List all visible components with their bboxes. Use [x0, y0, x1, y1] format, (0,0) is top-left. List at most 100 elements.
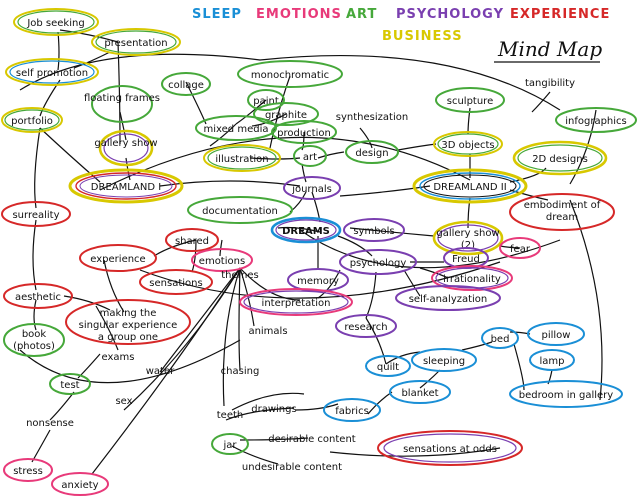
- connector-lines: [19, 29, 603, 475]
- node-label: self-analyzation: [409, 294, 488, 305]
- node-interpretation: interpretation: [239, 288, 353, 316]
- label-animals: animals: [248, 326, 287, 337]
- node-paint: paint: [247, 89, 285, 111]
- node-label: journals: [291, 184, 332, 195]
- category-psychology: PSYCHOLOGY: [396, 7, 504, 22]
- node-label: irrationality: [443, 274, 501, 285]
- node-label-line3: a group one: [98, 332, 158, 343]
- node-label: DREAMLAND I: [91, 182, 161, 193]
- node-label: quilt: [377, 362, 399, 373]
- node-sleeping: sleeping: [411, 348, 477, 372]
- node-label: Freud: [452, 254, 480, 265]
- category-experience: EXPERIENCE: [510, 7, 610, 22]
- node-label: fabrics: [335, 406, 369, 417]
- node-label: fear: [510, 244, 531, 255]
- node-collage: collage: [161, 72, 211, 96]
- node-graphite: graphite: [253, 102, 319, 126]
- node-label: bedroom in gallery: [519, 390, 613, 401]
- node-self-promotion: self promotion: [5, 58, 99, 86]
- node-sensations-odds: sensations at odds: [377, 430, 523, 466]
- node-dreams: DREAMS: [270, 216, 342, 244]
- node-bed: bed: [481, 327, 519, 349]
- node-label: memory: [297, 276, 339, 287]
- node-gallery-show-1: gallery show: [94, 129, 158, 167]
- node-label: 3D objects: [441, 140, 494, 151]
- node-quilt: quilt: [365, 355, 411, 377]
- node-presentation: presentation: [91, 28, 181, 56]
- node-surreality: surreality: [1, 201, 71, 227]
- node-shared: shared: [165, 228, 219, 252]
- label-undesirable: undesirable content: [242, 462, 342, 473]
- node-research: research: [335, 314, 397, 338]
- label-teeth: teeth: [217, 410, 243, 421]
- label-exams: exams: [102, 352, 135, 363]
- category-legend: SLEEP EMOTIONS ART PSYCHOLOGY EXPERIENCE…: [192, 7, 610, 44]
- node-label: documentation: [202, 206, 278, 217]
- node-label: floating frames: [84, 93, 160, 104]
- node-label: design: [355, 148, 388, 159]
- label-water: water: [146, 366, 175, 377]
- label-desirable: desirable content: [268, 434, 356, 445]
- node-label: sleeping: [423, 356, 465, 367]
- node-label: shared: [175, 236, 209, 247]
- node-making-singular: making the singular experience a group o…: [65, 299, 191, 345]
- node-label: infographics: [565, 116, 627, 127]
- node-label: collage: [168, 80, 204, 91]
- node-sensations: sensations: [139, 269, 213, 295]
- node-psychology: psychology: [339, 249, 417, 275]
- node-stress: stress: [3, 458, 53, 482]
- category-business: BUSINESS: [382, 29, 463, 44]
- node-label: monochromatic: [251, 70, 329, 81]
- node-pillow: pillow: [527, 322, 585, 346]
- node-label: surreality: [12, 210, 59, 221]
- node-label: self promotion: [16, 68, 88, 79]
- node-label: mixed media: [204, 124, 269, 135]
- node-3d-objects: 3D objects: [433, 131, 503, 157]
- label-nonsense: nonsense: [26, 418, 74, 429]
- label-chasing: chasing: [221, 366, 260, 377]
- label-themes: themes: [221, 270, 259, 281]
- node-monochromatic: monochromatic: [237, 60, 343, 88]
- node-label: presentation: [104, 38, 167, 49]
- node-label: stress: [13, 466, 43, 477]
- node-label: gallery show: [436, 228, 499, 239]
- node-self-analyzation: self-analyzation: [395, 285, 501, 311]
- node-label: DREAMS: [282, 226, 330, 237]
- node-floating-frames: floating frames: [84, 85, 160, 123]
- node-illustration: illustration: [203, 144, 281, 172]
- node-label: gallery show: [94, 138, 157, 149]
- node-bedroom-gallery: bedroom in gallery: [509, 380, 623, 408]
- node-label: interpretation: [262, 298, 331, 309]
- node-label: sensations: [149, 278, 202, 289]
- node-test: test: [49, 373, 91, 395]
- node-label-line2: (2): [461, 240, 475, 251]
- node-label: DREAMLAND II: [433, 182, 506, 193]
- node-label: aesthetic: [15, 292, 61, 303]
- node-label: lamp: [540, 356, 565, 367]
- node-label: production: [277, 128, 331, 139]
- label-tangibility: tangibility: [525, 78, 575, 89]
- node-label-line2: dream: [546, 212, 578, 223]
- node-production: production: [271, 120, 337, 144]
- node-label-line2: (photos): [13, 341, 55, 352]
- label-drawings: drawings: [251, 404, 296, 415]
- node-symbols: symbols: [343, 218, 405, 242]
- node-label-line2: singular experience: [79, 320, 178, 331]
- node-label: jar: [222, 440, 237, 451]
- node-dreamland-1: DREAMLAND I: [68, 168, 184, 204]
- node-2d-designs: 2D designs: [512, 140, 608, 176]
- node-experience: experience: [79, 244, 157, 272]
- category-sleep: SLEEP: [192, 7, 242, 22]
- node-label: experience: [90, 254, 145, 265]
- node-fear: fear: [499, 237, 541, 259]
- node-gallery-show-2: gallery show (2): [432, 220, 504, 256]
- node-label: illustration: [215, 154, 268, 165]
- node-label: graphite: [265, 110, 307, 121]
- node-embodiment: embodiment of dream: [509, 193, 615, 231]
- node-lamp: lamp: [529, 349, 575, 371]
- node-label: 2D designs: [532, 154, 588, 165]
- node-documentation: documentation: [187, 196, 293, 224]
- node-sculpture: sculpture: [435, 87, 505, 113]
- node-infographics: infographics: [555, 107, 637, 133]
